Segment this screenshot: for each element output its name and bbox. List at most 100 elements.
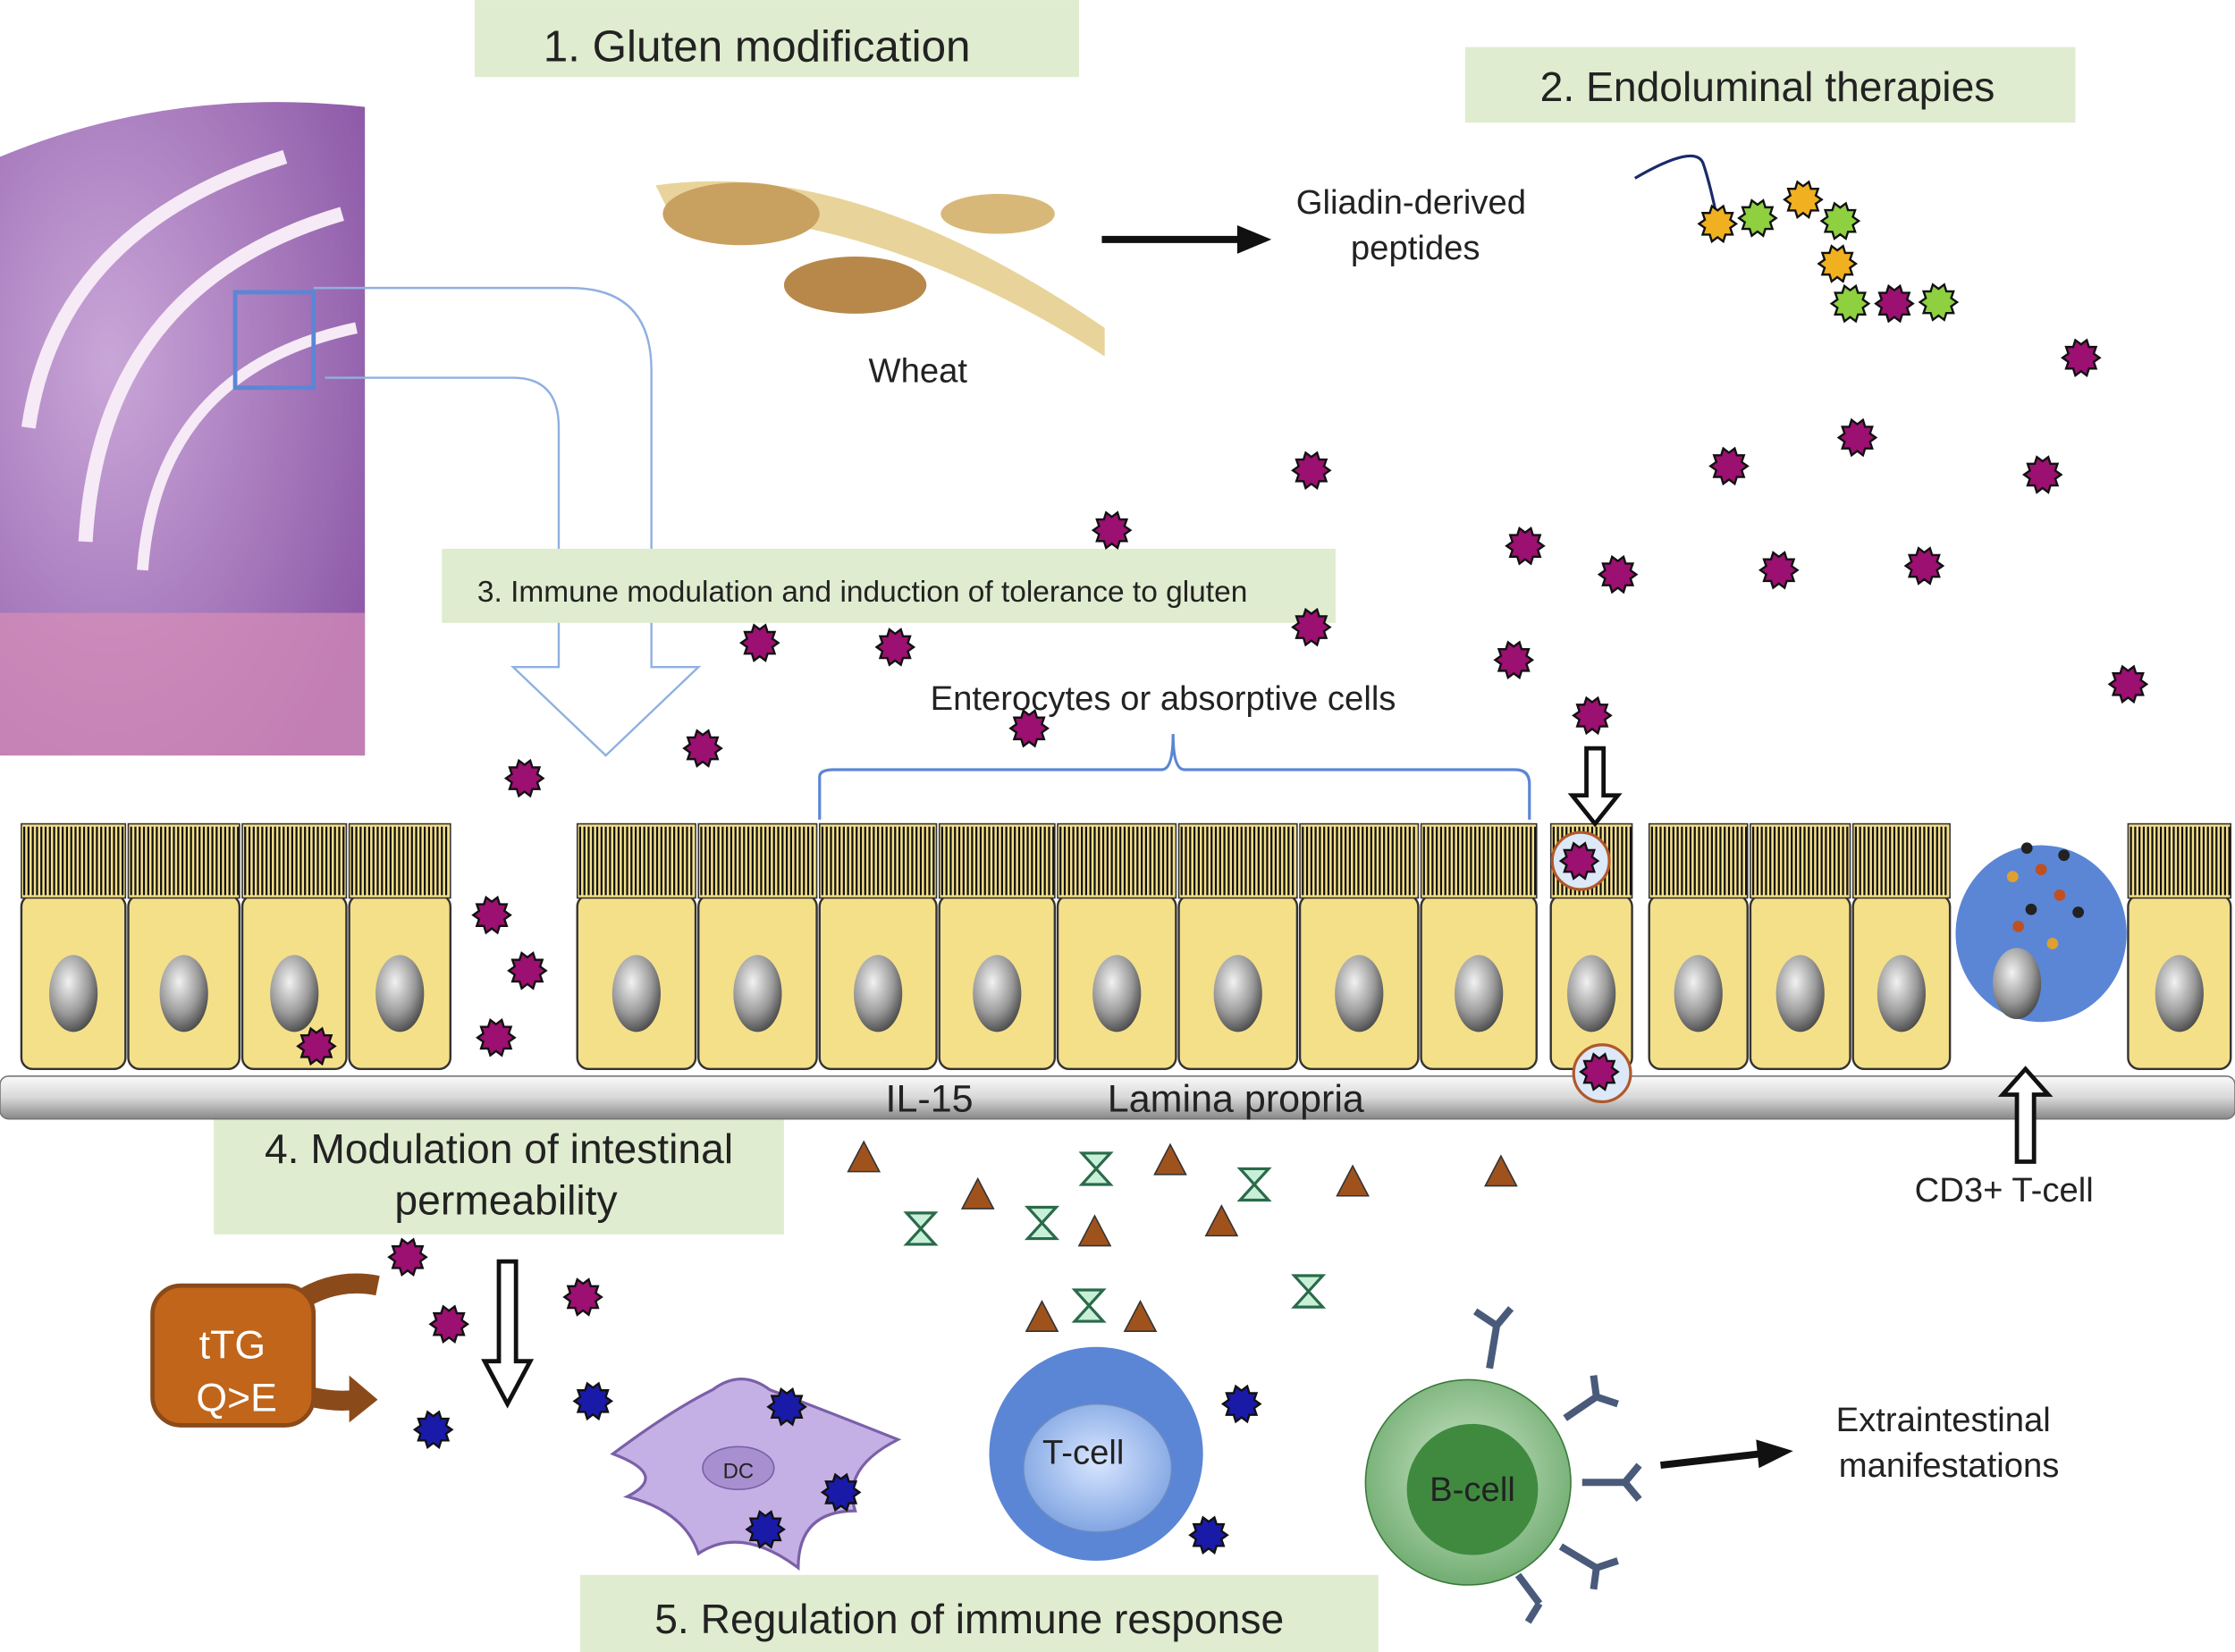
gliadin-peptide-icon (682, 729, 723, 768)
hourglass-molecule-icon (1078, 1151, 1114, 1186)
gliadin-peptide-icon (2061, 338, 2102, 377)
gliadin-peptide-icon (2021, 455, 2063, 494)
svg-text:DC: DC (723, 1459, 755, 1483)
lamina-propria-label: Lamina propria (1108, 1078, 1364, 1121)
il15-triangle-icon (1077, 1214, 1112, 1247)
il15-triangle-icon (1336, 1164, 1370, 1197)
enterocyte (20, 822, 127, 1071)
enterocyte (697, 822, 818, 1071)
nucleus (1092, 955, 1142, 1032)
histology-image (0, 102, 366, 756)
nucleus (1335, 955, 1384, 1032)
molecules (296, 338, 2149, 1555)
enterocyte (1298, 822, 1420, 1071)
il15-triangle-icon (1484, 1154, 1518, 1187)
nucleus (1775, 955, 1825, 1032)
gliadin-peptide-icon (739, 623, 780, 662)
enterocyte (1851, 822, 1952, 1071)
step-4-label: 4. Modulation of intestinal permeability (214, 1104, 784, 1235)
step-1-label: 1. Gluten modification (474, 0, 1079, 78)
gliadin-peptide-icon (476, 1018, 517, 1058)
brush-border (821, 826, 935, 896)
basement-membrane (0, 1075, 2235, 1120)
gliadin-peptide-icon (1291, 451, 1332, 490)
brush-border (700, 826, 814, 896)
enterocyte (1177, 822, 1299, 1071)
enterocyte (938, 822, 1057, 1071)
nucleus (733, 955, 782, 1032)
gliadin-peptide-icon (507, 951, 548, 990)
step-2-label: 2. Endoluminal therapies (1465, 46, 2076, 123)
svg-text:4. Modulation of intestinal: 4. Modulation of intestinal (265, 1125, 733, 1172)
il15-triangle-icon (960, 1176, 995, 1210)
epithelium (20, 822, 2232, 1071)
gliadin-peptide-icon (296, 1026, 337, 1066)
enterocyte (1749, 822, 1851, 1071)
gliadin-peptide-icon (1758, 551, 1800, 590)
wheat-label: Wheat (869, 351, 968, 390)
nucleus (973, 955, 1022, 1032)
hourglass-molecule-icon (903, 1211, 939, 1246)
nucleus (854, 955, 903, 1032)
enterocyte (127, 822, 241, 1071)
peptide-chain (1697, 180, 1960, 324)
brush-border (1302, 826, 1415, 896)
zoom-region-box (232, 290, 316, 391)
gliadin-peptide-icon (1597, 554, 1639, 594)
nucleus (1567, 955, 1616, 1032)
microvilli (241, 822, 348, 899)
nucleus (1877, 955, 1927, 1032)
blue-peptide-icon (820, 1472, 862, 1513)
gliadin-peptide-icon (1558, 841, 1600, 881)
svg-text:1. Gluten modification: 1. Gluten modification (544, 22, 971, 72)
gliadin-peptide-icon (2107, 664, 2149, 704)
brush-border (940, 826, 1055, 896)
gliadin-peptide-icon (1708, 446, 1750, 486)
brush-border (2130, 826, 2231, 896)
peptide-residue (1783, 180, 1824, 220)
brush-border (1059, 826, 1173, 896)
nucleus (1213, 955, 1262, 1032)
microvilli (21, 822, 127, 899)
peptide-residue (1817, 244, 1858, 283)
hourglass-molecule-icon (1024, 1205, 1060, 1241)
blue-peptide-icon (766, 1386, 807, 1427)
blue-peptide-icon (745, 1510, 786, 1549)
nucleus (2155, 955, 2204, 1032)
enterocytes-brace (818, 734, 1531, 820)
enterocyte (576, 822, 697, 1071)
microvilli (2127, 822, 2232, 899)
peptide-residue (1819, 201, 1861, 240)
gliadin-peptide-icon (1091, 510, 1133, 550)
microvilli (1851, 822, 1951, 899)
nucleus (49, 955, 98, 1032)
arrow-to-peptides (1101, 224, 1272, 254)
svg-text:permeability: permeability (394, 1176, 618, 1223)
gliadin-peptide-icon (874, 628, 916, 667)
enterocyte (1056, 822, 1177, 1071)
dendritic-cell: DC (610, 1378, 902, 1572)
gliadin-peptide-icon (503, 758, 545, 798)
nucleus (159, 955, 208, 1032)
arrow-to-manifestations (1660, 1439, 1793, 1470)
blue-peptide-icon (1188, 1515, 1229, 1555)
brush-border (1650, 826, 1748, 896)
step-3-label: 3. Immune modulation and induction of to… (442, 548, 1336, 623)
svg-text:tTG: tTG (199, 1324, 266, 1368)
ttg-enzyme: tTG Q>E (150, 1273, 380, 1428)
step-5-label: 5. Regulation of immune response (579, 1574, 1379, 1652)
gliadin-peptide-icon (1572, 695, 1613, 736)
gliadin-peptide-icon (387, 1237, 428, 1277)
cd3-arrow (1997, 1066, 2054, 1164)
hourglass-molecule-icon (1236, 1167, 1272, 1202)
brush-border (578, 826, 693, 896)
zoom-arrow (313, 286, 702, 757)
il15-triangle-icon (1153, 1142, 1187, 1176)
gliadin-peptide-icon (562, 1277, 603, 1317)
enterocytes-label: Enterocytes or absorptive cells (931, 679, 1396, 718)
gliadin-peptide-icon (1579, 1052, 1620, 1092)
gliadin-peptide-icon (1008, 709, 1050, 748)
peptide-residue (1697, 204, 1739, 244)
